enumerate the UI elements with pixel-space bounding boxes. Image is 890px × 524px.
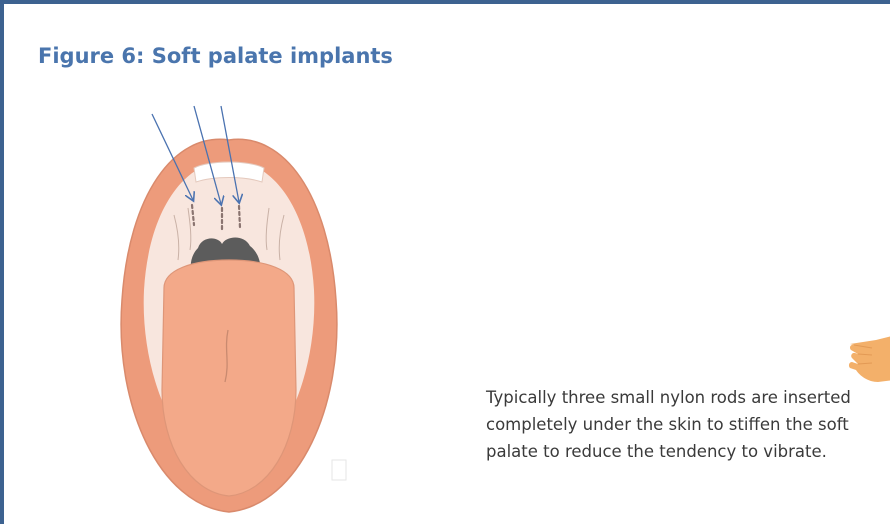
figure-title: Figure 6: Soft palate implants [38,44,393,68]
figure-caption: Typically three small nylon rods are ins… [486,384,876,465]
mouth-diagram [104,100,354,518]
tongue [162,260,296,496]
placeholder-box [332,460,346,480]
hand-icon [846,330,890,386]
